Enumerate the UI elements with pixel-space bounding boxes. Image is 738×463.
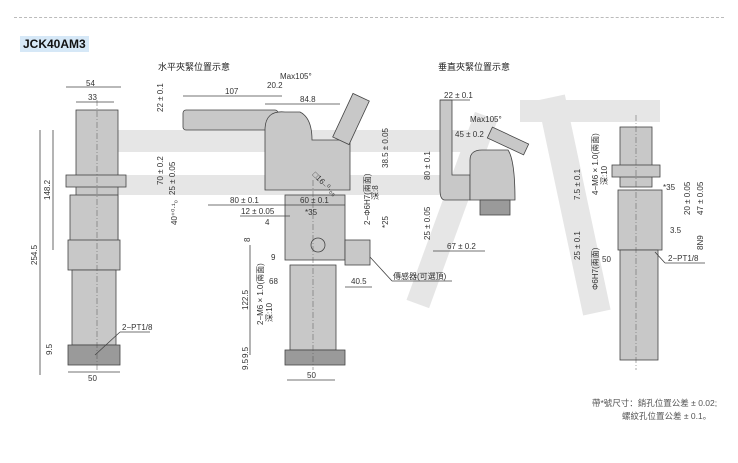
dim-60: 60 ± 0.1 xyxy=(300,196,329,205)
dim-star-35: *35 xyxy=(305,208,318,217)
vertical-dim-22: 22 ± 0.1 xyxy=(444,91,473,100)
dim-9: 9 xyxy=(271,253,276,262)
dim-148: 148.2 xyxy=(43,179,52,200)
dim-38-5: 38.5 ± 0.05 xyxy=(381,127,390,168)
dim-22: 22 ± 0.1 xyxy=(156,83,165,112)
dim-122-5: 122.5 xyxy=(241,289,250,310)
model-label: JCK40AM3 xyxy=(20,36,89,52)
port-label: 2−PT1/8 xyxy=(122,323,153,332)
sensor-label: 傳感器(可選頂) xyxy=(393,271,447,281)
dim-68: 68 xyxy=(269,277,278,286)
right-tap-label: 4−M6 × 1.0(兩面) xyxy=(591,133,600,195)
right-dim-star-35: *35 xyxy=(663,183,676,192)
pin-label: 2−Φ6H7(兩面) xyxy=(363,173,372,225)
right-port-label: 2−PT1/8 xyxy=(668,254,699,263)
dim-40: 40⁺⁰·¹₀ xyxy=(170,200,179,225)
dim-50-main: 50 xyxy=(307,371,316,380)
tap-depth: 深:10 xyxy=(265,302,274,322)
vertical-dim-25: 25 ± 0.05 xyxy=(423,206,432,240)
right-dim-25: 25 ± 0.1 xyxy=(573,231,582,260)
top-divider xyxy=(14,17,724,18)
left-side-view: 54 33 148.2 254.5 9.5 50 2−PT1/8 xyxy=(30,79,153,383)
dim-12: 12 ± 0.05 xyxy=(241,207,275,216)
note-line-2: 螺紋孔位置公差 ± 0.1。 xyxy=(622,411,712,421)
dim-50: 50 xyxy=(88,374,97,383)
tolerance-note: 帶*號尺寸：銷孔位置公差 ± 0.02; 螺紋孔位置公差 ± 0.1。 xyxy=(592,397,717,423)
right-tap-depth: 深:10 xyxy=(600,165,609,185)
dim-80: 80 ± 0.1 xyxy=(230,196,259,205)
note-line-1: 帶*號尺寸：銷孔位置公差 ± 0.02; xyxy=(592,398,718,408)
dim-107: 107 xyxy=(225,87,239,96)
dim-84-8: 84.8 xyxy=(300,95,316,104)
dim-9-5: 9.5 xyxy=(45,343,54,355)
dim-70: 70 ± 0.2 xyxy=(156,156,165,185)
vertical-dim-45: 45 ± 0.2 xyxy=(455,130,484,139)
dim-20-2: 20.2 xyxy=(267,81,283,90)
horizontal-view-title: 水平夾緊位置示意 xyxy=(158,61,230,72)
vertical-dim-67: 67 ± 0.2 xyxy=(447,242,476,251)
vertical-dim-80: 80 ± 0.1 xyxy=(423,151,432,180)
right-pin-label: Φ6H7(兩面) xyxy=(591,247,600,290)
vertical-view-title: 垂直夾緊位置示意 xyxy=(438,61,510,72)
dim-40-5: 40.5 xyxy=(351,277,367,286)
dim-254: 254.5 xyxy=(30,244,39,265)
max-angle: Max105° xyxy=(280,72,312,81)
front-view: 4−M6 × 1.0(兩面) 深:10 7.5 ± 0.1 *35 20 ± 0… xyxy=(573,115,705,370)
dim-star-25: *25 xyxy=(381,215,390,228)
tap-label: 2−M6 × 1.0(兩面) xyxy=(256,263,265,325)
pin-depth: 深:8 xyxy=(371,185,380,200)
right-dim-7-5: 7.5 ± 0.1 xyxy=(573,168,582,200)
right-dim-20: 20 ± 0.05 xyxy=(683,181,692,215)
dim-8: 8 xyxy=(243,237,252,242)
dim-33: 33 xyxy=(88,93,97,102)
dim-9-5b: 9.5 xyxy=(241,358,250,370)
dim-25: 25 ± 0.05 xyxy=(168,161,177,195)
vertical-max-angle: Max105° xyxy=(470,115,502,124)
dim-4: 4 xyxy=(265,218,270,227)
horizontal-clamp-view: Max105° 20.2 107 84.8 22 ± 0.1 70 ± 0.2 … xyxy=(156,72,452,381)
right-dim-8n9: 8N9 xyxy=(696,235,705,250)
right-dim-3-5: 3.5 xyxy=(670,226,682,235)
dim-9-5a: 9.5 xyxy=(241,346,250,358)
vertical-clamp-view: 22 ± 0.1 Max105° 45 ± 0.2 80 ± 0.1 25 ± … xyxy=(423,91,530,252)
right-dim-50: 50 xyxy=(602,255,611,264)
dim-54: 54 xyxy=(86,79,95,88)
right-dim-47: 47 ± 0.05 xyxy=(696,181,705,215)
